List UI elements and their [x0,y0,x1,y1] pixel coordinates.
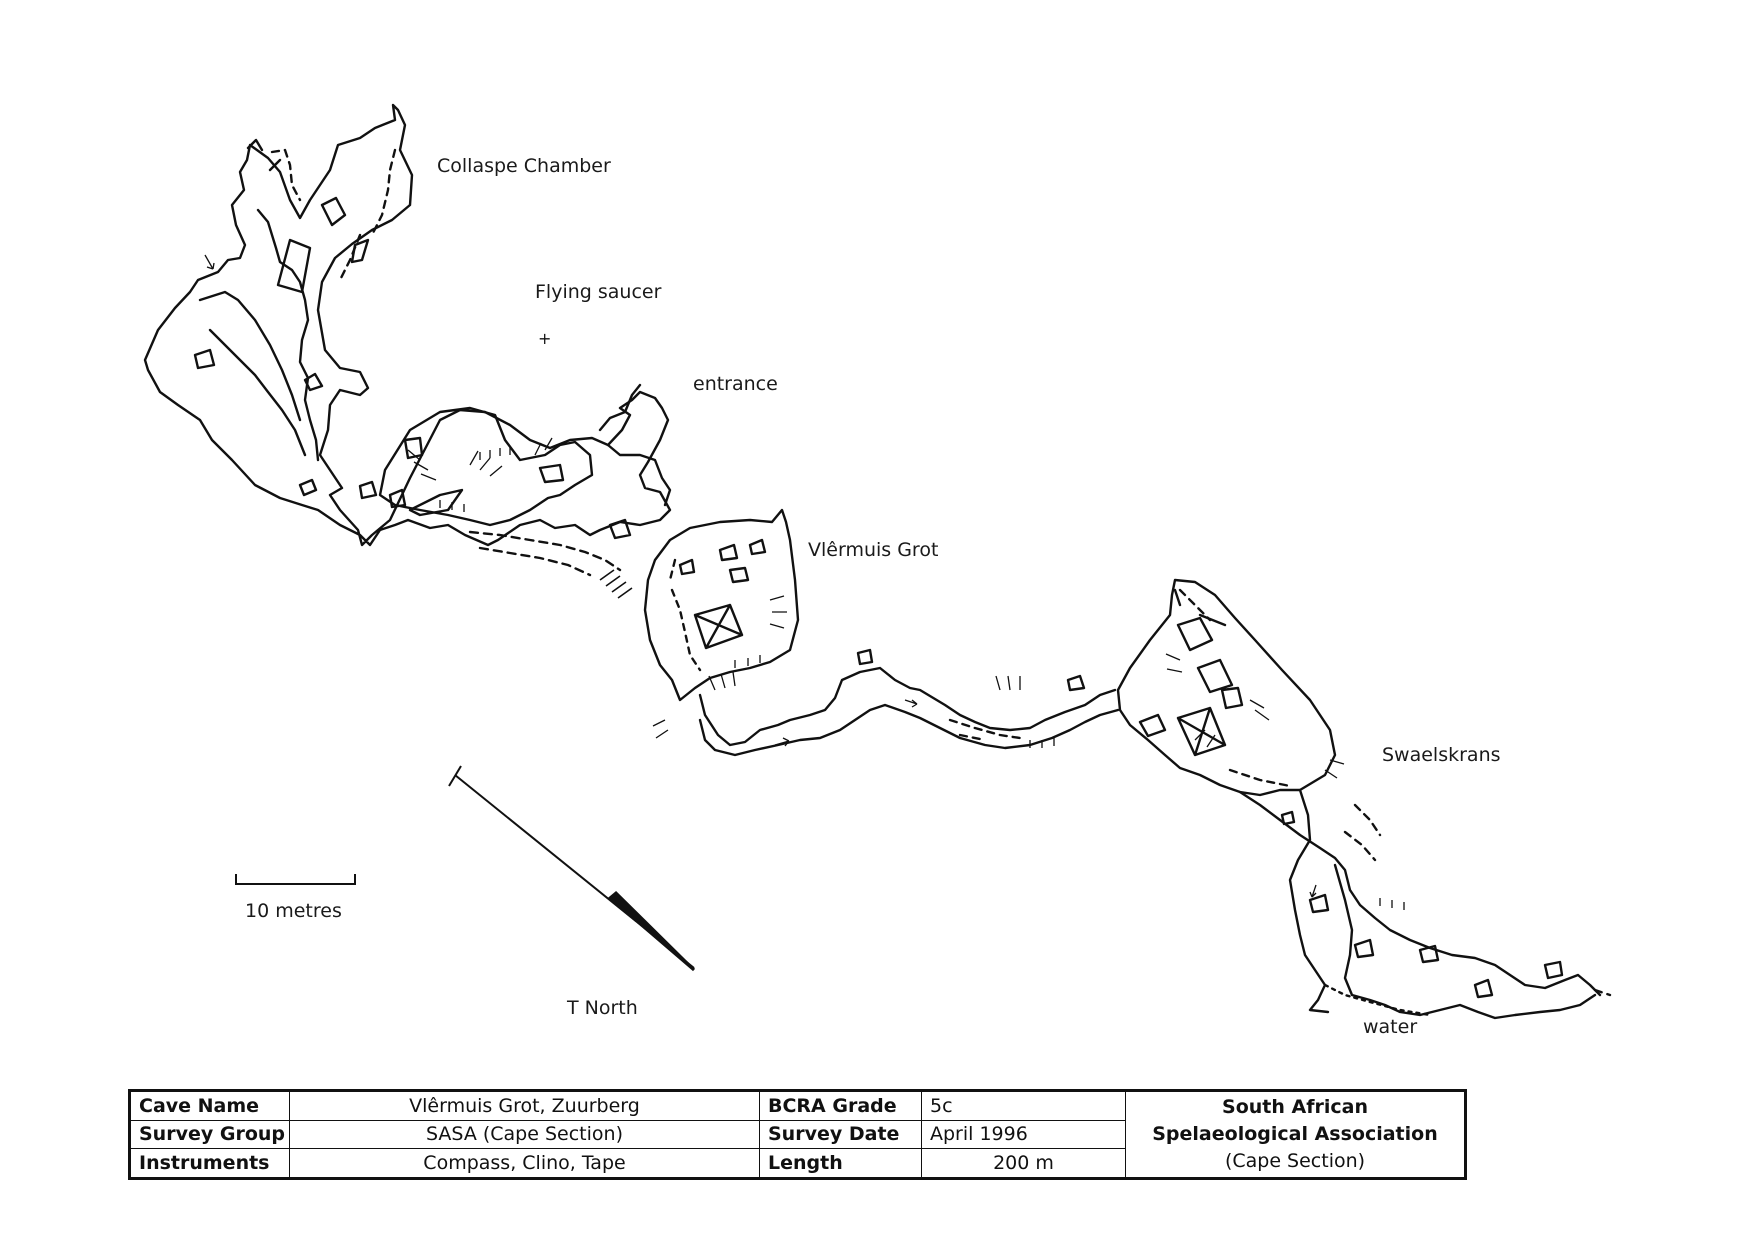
collapse-chamber-inner [256,208,320,462]
cave-name-label: Cave Name [129,1090,290,1121]
boulder [193,196,370,497]
cave-name-value: Vlêrmuis Grot, Zuurberg [289,1090,760,1121]
instruments-value: Compass, Clino, Tape [289,1148,760,1179]
south-branch-east [1333,863,1597,1020]
middle-chamber [378,406,594,527]
cave-outline-north [143,103,672,547]
vlermuis-grot-chamber [643,508,800,702]
east-winding-passage [698,666,1117,747]
water-pool-edge [1323,983,1432,1017]
org-line-2: Spelaeological Association [1152,1123,1438,1145]
west-passage-inner [198,290,302,422]
label-flying-saucer: Flying saucer [535,281,662,303]
survey-date-label: Survey Date [759,1119,922,1150]
boulder [1280,810,1564,999]
hatch-marks [407,437,1345,779]
south-branch-west [1288,788,1330,1014]
org-line-1: South African [1222,1096,1368,1118]
label-scale-bar: 10 metres [245,900,342,922]
label-north-arrow: T North [567,997,638,1019]
survey-title-block: Cave Name Vlêrmuis Grot, Zuurberg BCRA G… [128,1089,1467,1180]
label-swaelskrans: Swaelskrans [1382,744,1501,766]
middle-dashed-passage-2 [478,546,592,577]
entrance-shaft [598,383,672,507]
length-label: Length [759,1148,922,1179]
boulder [1138,616,1244,757]
swaelskrans-inner [1173,588,1227,627]
scale-bar [235,874,356,885]
south-branch-dashed [1343,803,1612,997]
boulder [678,538,767,650]
instruments-label: Instruments [129,1148,290,1179]
flying-saucer-marker: + [538,329,551,348]
label-water: water [1363,1016,1418,1038]
length-value: 200 m [921,1148,1126,1179]
east-passage-dashed [948,718,1022,742]
middle-dashed-passage [468,530,622,572]
swaelskrans-chamber [1116,578,1337,797]
north-ridge [246,138,282,172]
east-winding-passage-south [698,703,1120,757]
label-vlermuis-grot: Vlêrmuis Grot [808,539,939,561]
swaelskrans-dashed [1178,588,1292,788]
north-arrow [448,765,696,972]
bcra-grade-label: BCRA Grade [759,1090,922,1121]
org-line-3: (Cape Section) [1224,1150,1366,1172]
north-dashed [270,148,397,282]
boulder [358,436,632,540]
tick-marks [439,447,1405,910]
south-branch [1238,790,1602,997]
entrance-crossing [599,569,633,599]
boulder [856,648,1086,692]
west-passage-inner-2 [208,328,307,457]
label-collapse-chamber: Collaspe Chamber [437,155,611,177]
label-entrance: entrance [693,373,778,395]
organisation-block: South African Spelaeological Association… [1125,1090,1466,1179]
survey-date-value: April 1996 [921,1119,1126,1150]
flow-arrows [204,254,1317,898]
survey-group-value: SASA (Cape Section) [289,1119,760,1150]
vlermuis-inner-dashed [668,558,702,672]
survey-group-label: Survey Group [129,1119,290,1150]
bcra-grade-value: 5c [921,1090,1126,1121]
